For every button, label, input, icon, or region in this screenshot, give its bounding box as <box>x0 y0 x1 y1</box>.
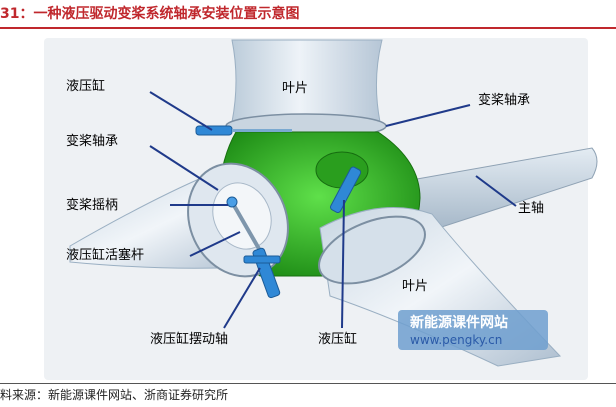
crank-pin <box>227 197 237 207</box>
top-cylinder-rod <box>232 129 292 132</box>
leader-cylinder-top <box>150 92 212 130</box>
label-pitch-crank: 变桨摇柄 <box>66 197 118 213</box>
watermark-text: 新能源课件网站 <box>410 314 508 331</box>
label-cylinder-swing-shaft: 液压缸摆动轴 <box>150 331 228 347</box>
swing-shaft-bar <box>244 256 280 263</box>
source-note: 料来源：新能源课件网站、浙商证券研究所 <box>0 386 228 404</box>
label-main-shaft: 主轴 <box>518 201 544 216</box>
watermark-url: www.pengky.cn <box>410 333 502 347</box>
leader-bearing-right <box>386 105 470 126</box>
label-pitch-bearing-right: 变桨轴承 <box>478 92 530 108</box>
label-blade-top: 叶片 <box>282 81 308 96</box>
label-cylinder-piston-rod: 液压缸活塞杆 <box>66 247 144 263</box>
pitch-system-diagram: 液压缸 变桨轴承 变桨摇柄 液压缸活塞杆 液压缸摆动轴 液压缸 叶片 变桨轴承 … <box>0 0 616 383</box>
label-blade-bottom: 叶片 <box>402 279 428 294</box>
label-hydraulic-cylinder-top: 液压缸 <box>66 78 105 94</box>
source-rule <box>0 383 616 384</box>
leader-bearing-left <box>150 146 218 190</box>
label-pitch-bearing-left: 变桨轴承 <box>66 133 118 149</box>
top-cylinder-body <box>196 126 232 135</box>
label-hydraulic-cylinder-bottom: 液压缸 <box>318 331 357 347</box>
